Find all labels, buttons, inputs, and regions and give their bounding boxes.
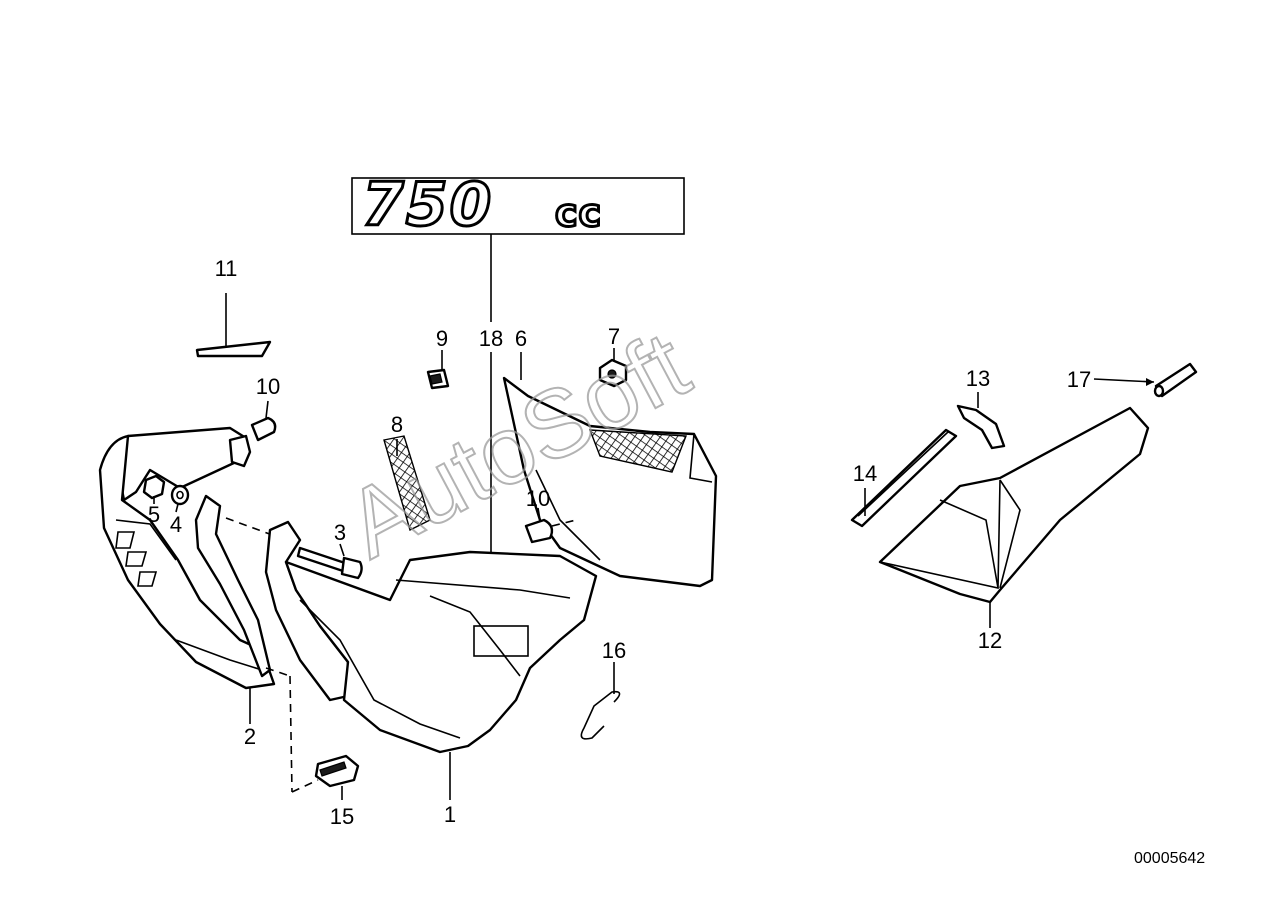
emblem-750cc: 750 cc	[351, 169, 685, 242]
part-14-strip	[850, 428, 958, 528]
part-16-spring	[580, 662, 621, 740]
part-4-washer	[170, 484, 190, 513]
callout-5: 5	[148, 502, 160, 527]
callout-1: 1	[444, 802, 456, 827]
part-15-clip	[265, 667, 360, 800]
callout-18: 18	[479, 326, 503, 351]
emblem-numeral: 750	[362, 170, 493, 240]
reference-number: 00005642	[1134, 850, 1205, 867]
emblem-unit: cc	[555, 191, 602, 235]
callout-3: 3	[334, 520, 346, 545]
callout-11: 11	[215, 256, 238, 281]
callout-15: 15	[330, 804, 354, 829]
callout-2: 2	[244, 724, 256, 749]
part-13-bracket	[956, 392, 1006, 450]
callout-10a: 10	[256, 374, 280, 399]
part-3-bolt	[225, 517, 363, 580]
part-12-side-panel	[878, 406, 1150, 628]
callout-10b: 10	[526, 486, 550, 511]
callout-8: 8	[391, 412, 403, 437]
callout-13: 13	[966, 366, 990, 391]
part-7-nut	[598, 348, 628, 388]
part-9-clip	[426, 350, 450, 390]
callout-7: 7	[608, 324, 620, 349]
label-plate	[473, 625, 529, 657]
part-17-pin	[1093, 362, 1198, 398]
callout-17: 17	[1067, 367, 1091, 392]
part-1-center-fairing	[264, 520, 598, 800]
callout-16: 16	[602, 638, 626, 663]
part-5-nut	[142, 474, 166, 504]
part-10-grommet-upper	[250, 400, 277, 442]
callout-14: 14	[853, 461, 877, 486]
callout-6: 6	[515, 326, 527, 351]
part-6-inner-panel	[502, 352, 718, 588]
callout-4: 4	[170, 512, 182, 537]
part-8-mesh	[383, 435, 431, 532]
callout-9: 9	[436, 326, 448, 351]
part-11-label-sheet	[195, 293, 272, 358]
callout-12: 12	[978, 628, 1002, 653]
part-10-grommet-lower	[524, 507, 577, 544]
part-2-side-fairing	[98, 426, 276, 724]
